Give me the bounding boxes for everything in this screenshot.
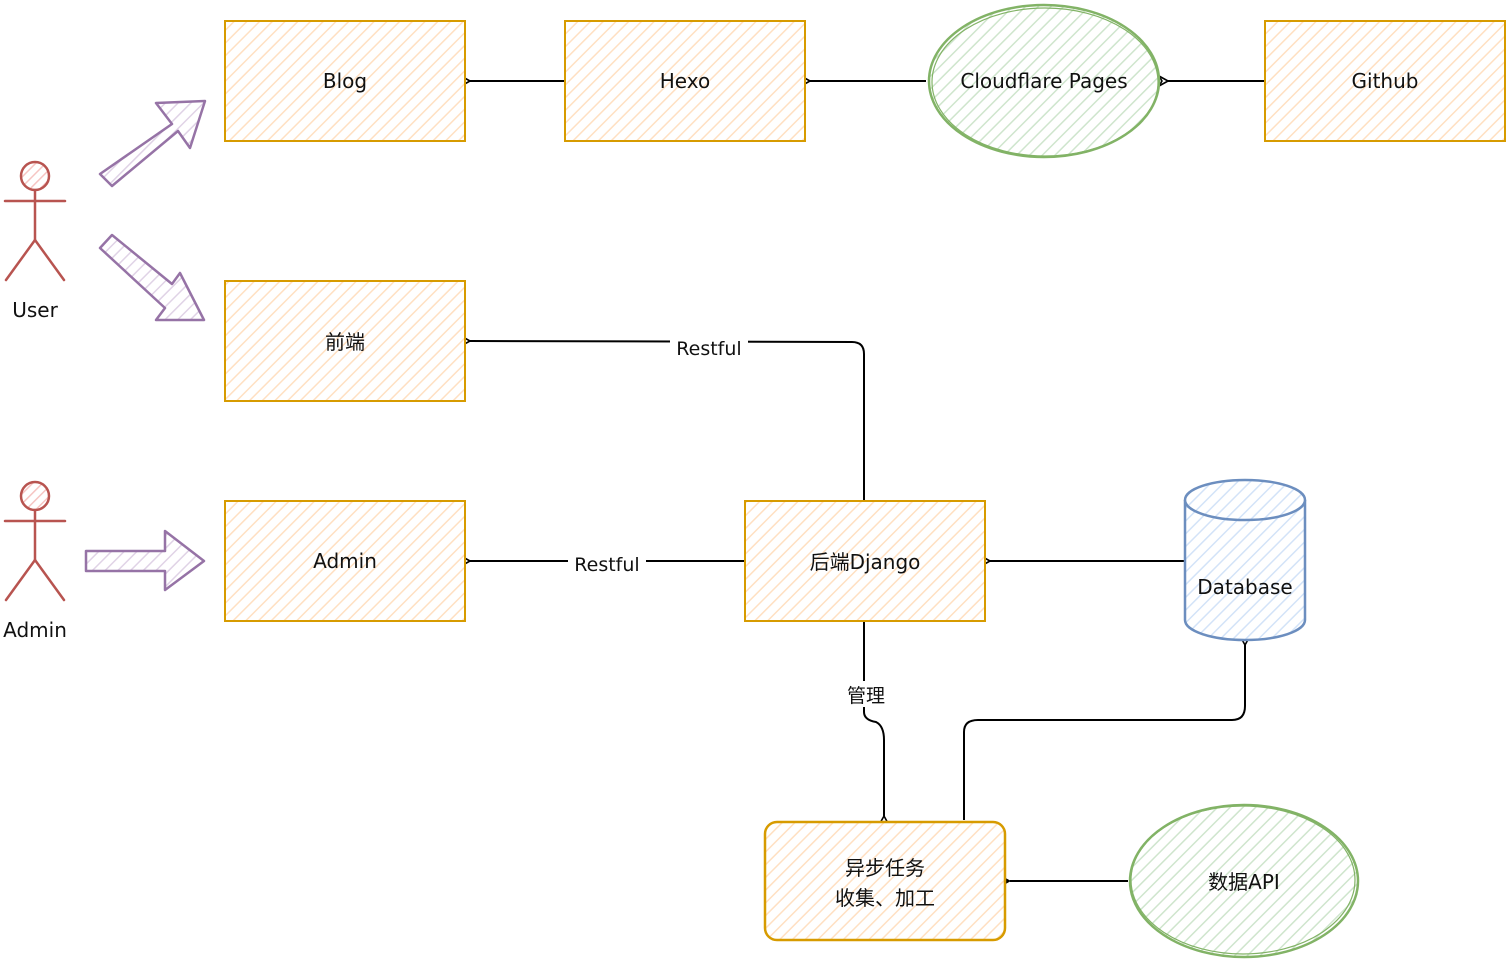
node-admin[interactable]: Admin: [224, 500, 466, 622]
hexo-label: Hexo: [660, 69, 710, 93]
restful-label: Restful: [574, 554, 639, 576]
edge-backend-to-frontend: [460, 335, 865, 500]
github-label: Github: [1352, 69, 1419, 93]
edge-backend-to-async: [863, 621, 890, 826]
admin-actor-label: Admin: [3, 618, 67, 642]
manage-label: 管理: [847, 685, 885, 707]
node-hexo[interactable]: Hexo: [564, 20, 806, 142]
frontend-label: 前端: [325, 330, 365, 354]
node-github[interactable]: Github: [1264, 20, 1506, 142]
edge-async-to-database: [963, 635, 1251, 820]
user-label: User: [12, 298, 58, 322]
data-api-label: 数据API: [1208, 870, 1280, 894]
restful-label: Restful: [676, 338, 741, 360]
edges: [460, 75, 1265, 881]
blog-label: Blog: [323, 69, 367, 93]
actor-admin[interactable]: Admin: [3, 480, 67, 642]
node-blog[interactable]: Blog: [224, 20, 466, 142]
async-task-label-line2: 收集、加工: [835, 886, 935, 910]
node-cloudflare-pages[interactable]: Cloudflare Pages: [927, 3, 1161, 159]
node-data-api[interactable]: 数据API: [1128, 803, 1360, 959]
admin-label: Admin: [313, 549, 377, 573]
user-actor-icon: [3, 160, 67, 282]
edge-label-admin-restful: Restful: [568, 551, 646, 576]
block-arrow-user-to-frontend-icon: [98, 233, 206, 322]
block-arrow-user-to-blog-icon: [98, 99, 207, 188]
async-task-label-line1: 异步任务: [845, 856, 925, 880]
node-frontend[interactable]: 前端: [224, 280, 466, 402]
admin-actor-icon: [3, 480, 67, 602]
actor-user[interactable]: User: [3, 160, 67, 322]
edge-label-frontend-restful: Restful: [670, 335, 748, 360]
backend-label: 后端Django: [810, 550, 921, 574]
edge-label-manage: 管理: [842, 681, 890, 707]
node-async-task[interactable]: 异步任务 收集、加工: [763, 820, 1007, 942]
node-backend-django[interactable]: 后端Django: [744, 500, 986, 622]
node-database[interactable]: Database: [1183, 478, 1307, 642]
block-arrow-admin-to-admin-icon: [84, 529, 206, 592]
database-label: Database: [1197, 575, 1292, 599]
cloudflare-label: Cloudflare Pages: [960, 69, 1127, 93]
